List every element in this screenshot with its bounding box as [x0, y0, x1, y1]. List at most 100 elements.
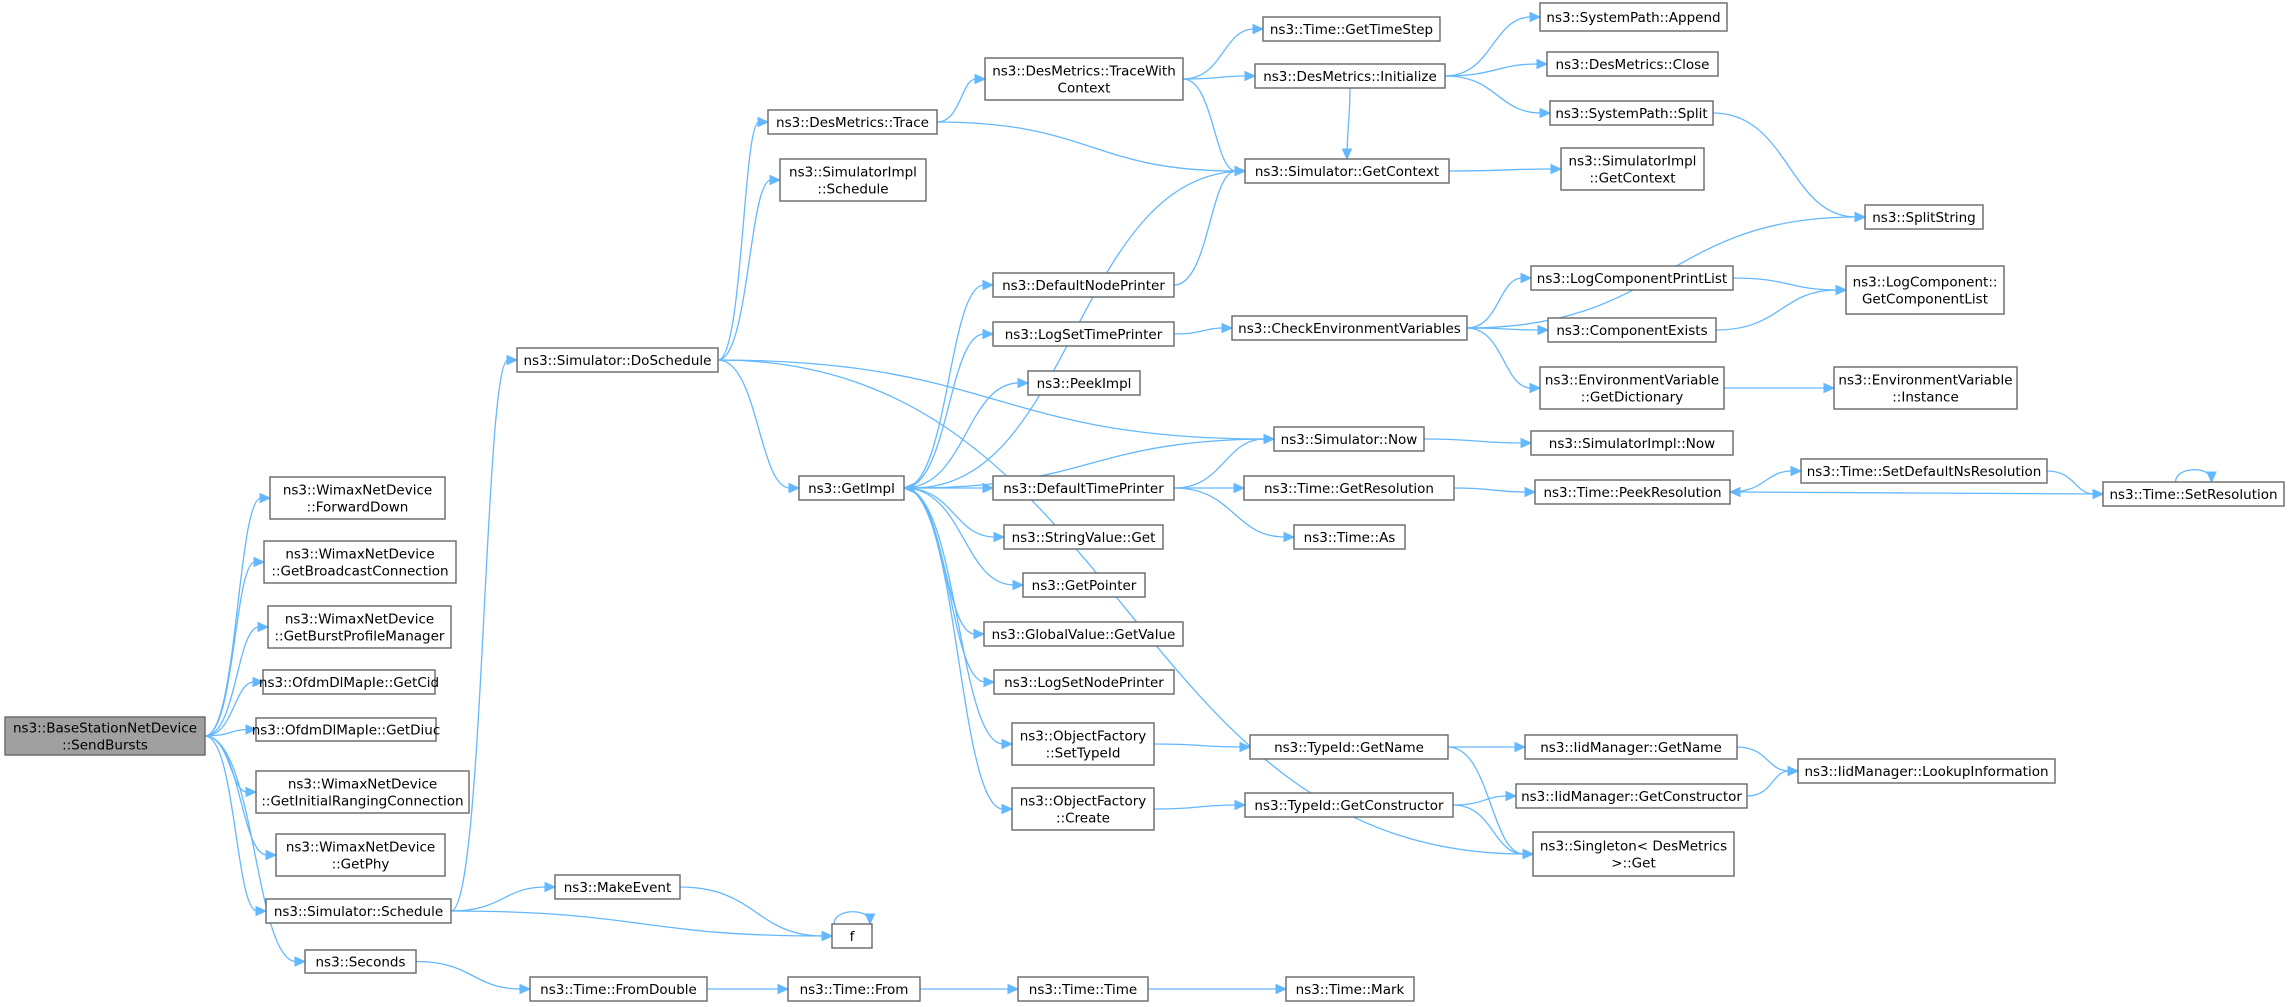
arrowhead-root-to-cid [252, 676, 265, 688]
node-tidctor[interactable]: ns3::TypeId::GetConstructor [1244, 792, 1454, 818]
node-peekimpl[interactable]: ns3::PeekImpl [1027, 370, 1141, 396]
node-setres[interactable]: ns3::Time::SetResolution [2102, 481, 2285, 507]
node-compex[interactable]: ns3::ComponentExists [1547, 317, 1717, 343]
node-sched[interactable]: ns3::Simulator::Schedule [265, 898, 452, 924]
node-lcpl[interactable]: ns3::LogComponentPrintList [1530, 265, 1734, 291]
node-gts[interactable]: ns3::Time::GetTimeStep [1262, 16, 1441, 42]
node-label-dmclose: ns3::DesMetrics::Close [1556, 57, 1710, 73]
node-irc[interactable]: ns3::WimaxNetDevice::GetInitialRangingCo… [255, 770, 470, 814]
node-label-simimplsched: ns3::SimulatorImpl [789, 165, 917, 181]
node-spsplit[interactable]: ns3::SystemPath::Split [1549, 100, 1714, 126]
node-label-twc: ns3::DesMetrics::TraceWith [992, 64, 1176, 80]
node-makeev[interactable]: ns3::MakeEvent [554, 874, 681, 900]
node-label-root: ::SendBursts [62, 738, 148, 754]
node-simnow[interactable]: ns3::Simulator::Now [1273, 426, 1425, 452]
edge-sched-to-makeev [450, 886, 547, 912]
node-getptr[interactable]: ns3::GetPointer [1022, 572, 1146, 598]
node-splitstr[interactable]: ns3::SplitString [1864, 204, 1984, 230]
node-seconds[interactable]: ns3::Seconds [304, 949, 417, 974]
node-label-bcast: ::GetBroadcastConnection [271, 564, 448, 580]
arrowhead-root-to-seconds [294, 956, 307, 967]
node-from[interactable]: ns3::Time::From [787, 976, 921, 1002]
node-lstp[interactable]: ns3::LogSetTimePrinter [992, 321, 1175, 347]
arrowhead-dminit-to-dmclose [1536, 58, 1549, 70]
edge-f-to-f [833, 911, 871, 925]
node-dosched[interactable]: ns3::Simulator::DoSchedule [516, 347, 719, 373]
node-box-lcgcl [1845, 265, 2005, 315]
node-lcgcl[interactable]: ns3::LogComponent::GetComponentList [1845, 265, 2005, 315]
node-implnow[interactable]: ns3::SimulatorImpl::Now [1530, 430, 1734, 456]
node-label-getimpl: ns3::GetImpl [808, 481, 895, 497]
arrowhead-compex-to-lcgcl [1835, 284, 1848, 296]
node-dnp[interactable]: ns3::DefaultNodePrinter [992, 272, 1175, 298]
node-bcast[interactable]: ns3::WimaxNetDevice::GetBroadcastConnect… [263, 540, 457, 584]
node-ttime[interactable]: ns3::Time::Time [1017, 976, 1149, 1002]
node-phy[interactable]: ns3::WimaxNetDevice::GetPhy [275, 833, 446, 877]
node-tidname[interactable]: ns3::TypeId::GetName [1249, 734, 1449, 760]
node-getimpl[interactable]: ns3::GetImpl [798, 475, 905, 501]
arrowhead-cev-to-evgetdict [1529, 382, 1542, 394]
node-evinst[interactable]: ns3::EnvironmentVariable::Instance [1833, 366, 2018, 410]
node-box-fromdbl [529, 976, 708, 1002]
node-cid[interactable]: ns3::OfdmDlMapIe::GetCid [259, 669, 439, 695]
node-dminit[interactable]: ns3::DesMetrics::Initialize [1254, 63, 1446, 89]
node-iidctor[interactable]: ns3::IidManager::GetConstructor [1515, 783, 1748, 809]
node-spappend[interactable]: ns3::SystemPath::Append [1539, 2, 1728, 32]
node-gvget[interactable]: ns3::GlobalValue::GetValue [983, 621, 1184, 647]
node-label-f: f [850, 929, 856, 945]
node-label-sched: ns3::Simulator::Schedule [274, 904, 443, 920]
node-label-setdefres: ns3::Time::SetDefaultNsResolution [1807, 464, 2042, 480]
arrowhead-getimpl-to-dtp [982, 482, 995, 494]
node-box-iidctor [1515, 783, 1748, 809]
node-ofcreate[interactable]: ns3::ObjectFactory::Create [1011, 787, 1155, 831]
node-dmtrace[interactable]: ns3::DesMetrics::Trace [767, 109, 938, 135]
node-dmclose[interactable]: ns3::DesMetrics::Close [1546, 51, 1719, 77]
node-box-tas [1293, 524, 1406, 550]
node-setdefres[interactable]: ns3::Time::SetDefaultNsResolution [1800, 458, 2048, 484]
node-box-spappend [1539, 2, 1728, 32]
node-box-implnow [1530, 430, 1734, 456]
node-box-dmtrace [767, 109, 938, 135]
node-cev[interactable]: ns3::CheckEnvironmentVariables [1231, 315, 1468, 341]
node-getctx[interactable]: ns3::Simulator::GetContext [1244, 158, 1450, 184]
node-ofsettid[interactable]: ns3::ObjectFactory::SetTypeId [1011, 722, 1155, 766]
node-box-iidname [1524, 734, 1738, 760]
node-fwd[interactable]: ns3::WimaxNetDevice::ForwardDown [269, 476, 446, 520]
node-diuc[interactable]: ns3::OfdmDlMapIe::GetDiuc [252, 717, 441, 742]
node-svget[interactable]: ns3::StringValue::Get [1003, 524, 1164, 550]
arrowhead-tidctor-to-singleton [1522, 848, 1535, 860]
arrowhead-root-to-phy [265, 849, 278, 861]
node-label-getres: ns3::Time::GetResolution [1264, 481, 1434, 497]
node-evgetdict[interactable]: ns3::EnvironmentVariable::GetDictionary [1539, 366, 1725, 410]
arrowhead-dtp-to-simnow [1263, 433, 1276, 445]
node-label-phy: ns3::WimaxNetDevice [286, 840, 435, 856]
node-implgetctx[interactable]: ns3::SimulatorImpl::GetContext [1560, 147, 1705, 191]
node-box-peekres [1534, 479, 1731, 505]
node-box-compex [1547, 317, 1717, 343]
edge-simnow-to-implnow [1423, 438, 1523, 444]
node-tas[interactable]: ns3::Time::As [1293, 524, 1406, 550]
node-label-singleton: >::Get [1611, 856, 1655, 872]
node-simimplsched[interactable]: ns3::SimulatorImpl::Schedule [779, 158, 927, 202]
node-box-from [787, 976, 921, 1002]
node-root[interactable]: ns3::BaseStationNetDevice::SendBursts [4, 716, 206, 756]
arrowhead-iidctor-to-iidlookup [1787, 765, 1800, 777]
node-dtp[interactable]: ns3::DefaultTimePrinter [992, 475, 1175, 501]
node-lsnp[interactable]: ns3::LogSetNodePrinter [993, 669, 1175, 695]
node-box-irc [255, 770, 470, 814]
node-label-root: ns3::BaseStationNetDevice [13, 721, 197, 737]
node-getres[interactable]: ns3::Time::GetResolution [1243, 475, 1455, 501]
node-box-singleton [1532, 831, 1735, 877]
node-label-cev: ns3::CheckEnvironmentVariables [1238, 321, 1461, 337]
arrowhead-fromdbl-to-from [777, 983, 790, 995]
node-iidname[interactable]: ns3::IidManager::GetName [1524, 734, 1738, 760]
node-label-ofsettid: ns3::ObjectFactory [1020, 729, 1147, 745]
node-mark[interactable]: ns3::Time::Mark [1285, 976, 1415, 1002]
node-iidlookup[interactable]: ns3::IidManager::LookupInformation [1797, 758, 2056, 784]
node-fromdbl[interactable]: ns3::Time::FromDouble [529, 976, 708, 1002]
node-singleton[interactable]: ns3::Singleton< DesMetrics>::Get [1532, 831, 1735, 877]
node-bpm[interactable]: ns3::WimaxNetDevice::GetBurstProfileMana… [267, 605, 452, 649]
node-f[interactable]: f [831, 923, 873, 949]
node-peekres[interactable]: ns3::Time::PeekResolution [1534, 479, 1731, 505]
